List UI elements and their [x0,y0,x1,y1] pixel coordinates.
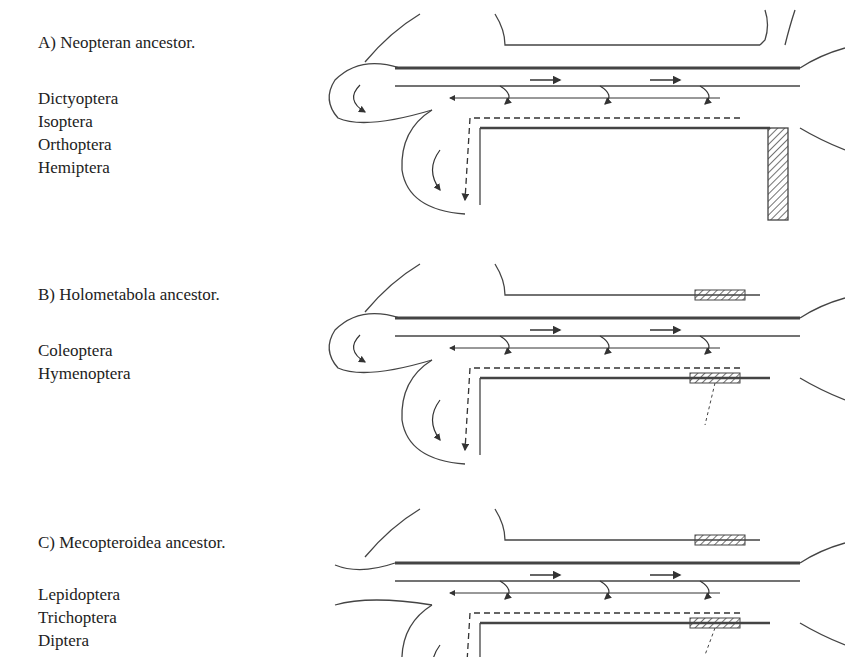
panel-title: B) Holometabola ancestor. [38,286,220,305]
panel-title: A) Neopteran ancestor. [38,34,195,53]
taxon-name: Isoptera [38,113,93,132]
panel-title: C) Mecopteroidea ancestor. [38,534,225,553]
taxon-name: Diptera [38,632,89,651]
taxon-name: Lepidoptera [38,586,120,605]
taxon-name: Orthoptera [38,136,112,155]
taxon-name: Trichoptera [38,609,117,628]
taxon-name: Coleoptera [38,342,113,361]
taxon-name: Hymenoptera [38,365,131,384]
taxon-name: Hemiptera [38,159,110,178]
taxon-name: Dictyoptera [38,90,118,109]
